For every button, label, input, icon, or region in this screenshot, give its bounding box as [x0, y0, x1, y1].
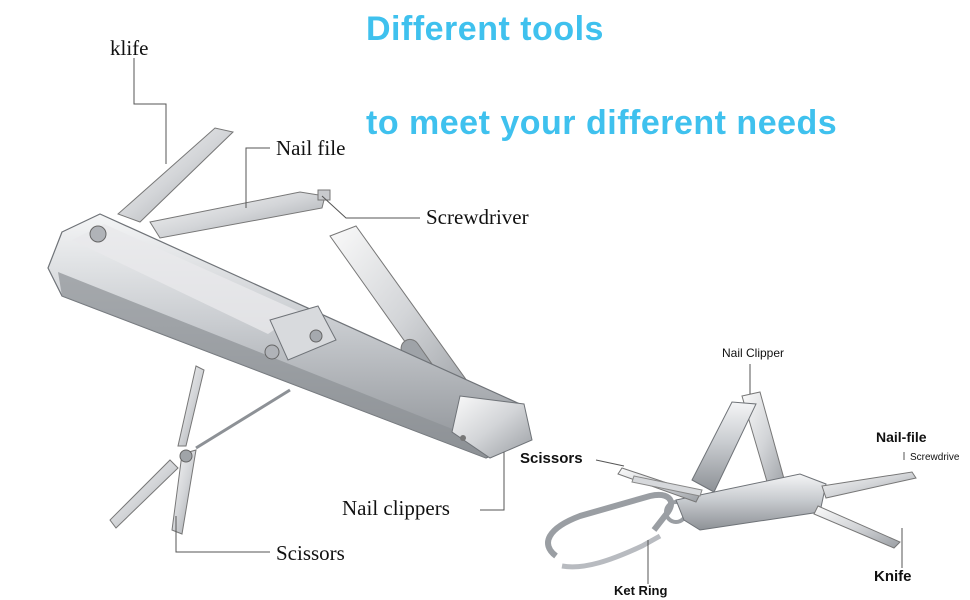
headline-line-2: to meet your different needs	[366, 104, 838, 142]
inset-label-scissors: Scissors	[520, 450, 583, 467]
clipper-jaw	[451, 395, 533, 459]
main-leader-lines	[133, 58, 505, 553]
key-ring	[545, 492, 688, 570]
nail-file-blade	[149, 191, 326, 239]
inset-clipper-arm	[691, 401, 757, 493]
label-knife: klife	[110, 36, 149, 60]
inset-nail-file	[821, 471, 917, 499]
inset-label-knife: Knife	[874, 568, 912, 585]
inset-leader-lines	[595, 364, 905, 584]
inset-label-screwdriver: Screwdrive	[910, 452, 960, 463]
scissors	[109, 365, 291, 535]
main-tool	[47, 127, 533, 535]
inset-label-nail-clipper: Nail Clipper	[722, 346, 785, 360]
inset-label-nail-file: Nail-file	[876, 429, 927, 445]
inset-label-key-ring: Ket Ring	[614, 583, 668, 598]
hinge-block	[269, 305, 337, 361]
inset-tool	[545, 391, 917, 570]
label-nail-clippers: Nail clippers	[342, 496, 450, 520]
inset-knife	[813, 505, 901, 549]
label-nail-file: Nail file	[276, 136, 346, 160]
screwdriver-tip	[317, 189, 331, 201]
headline-line-1: Different tools	[366, 10, 604, 48]
label-screwdriver: Screwdriver	[426, 205, 529, 229]
label-scissors: Scissors	[276, 541, 345, 565]
knife-blade	[117, 127, 235, 223]
